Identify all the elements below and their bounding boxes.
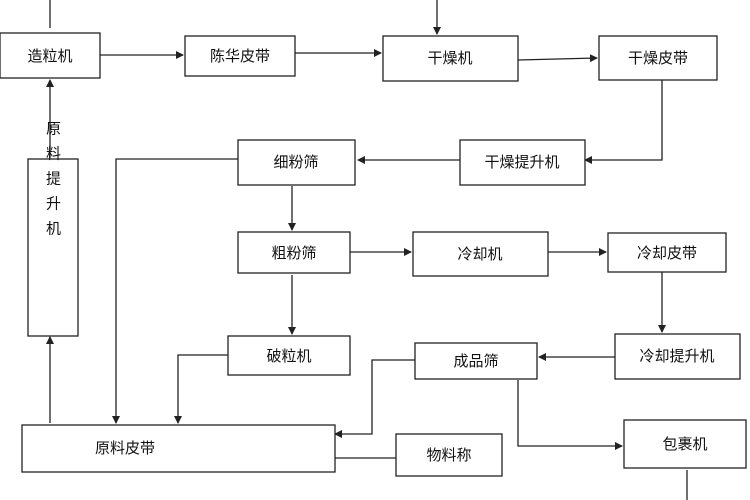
- edge-crusher-rawbelt: [174, 354, 228, 424]
- node-crusher: 破粒机: [227, 335, 351, 376]
- node-label: 物料称: [426, 446, 471, 464]
- node-weigher: 物料称: [395, 433, 503, 477]
- edge-drybelt-dryelevator: [584, 80, 663, 164]
- node-label: 干燥提升机: [484, 153, 559, 171]
- node-label: 冷却提升机: [639, 347, 714, 365]
- node-label: 包裹机: [662, 435, 707, 453]
- node-label: 细粉筛: [273, 153, 318, 171]
- node-label: 成品筛: [453, 352, 498, 370]
- edge-finescreen-rawbelt: [112, 158, 238, 424]
- node-label-vertical: 原料提升机: [44, 121, 62, 246]
- edge-productscreen-rawbelt: [334, 359, 415, 438]
- node-label: 冷却皮带: [637, 244, 697, 262]
- node-chenhua-belt: 陈华皮带: [184, 35, 296, 77]
- node-cool-elevator: 冷却提升机: [614, 333, 741, 380]
- node-raw-elevator: 原料提升机: [27, 121, 79, 337]
- node-cool-belt: 冷却皮带: [607, 232, 727, 273]
- node-label: 原料皮带: [95, 439, 155, 457]
- node-dry-elevator: 干燥提升机: [459, 139, 586, 186]
- node-label: 干燥机: [427, 49, 472, 67]
- node-fine-screen: 细粉筛: [237, 139, 356, 186]
- node-packer: 包裹机: [623, 419, 747, 469]
- node-coarse-screen: 粗粉筛: [237, 231, 351, 274]
- node-raw-belt: 原料皮带: [21, 424, 336, 473]
- node-cooler: 冷却机: [412, 231, 549, 277]
- node-label: 破粒机: [266, 347, 311, 365]
- node-granulator: 造粒机: [0, 32, 101, 79]
- edge-productscreen-packer: [517, 380, 623, 450]
- node-label: 造粒机: [27, 47, 72, 65]
- node-dry-belt: 干燥皮带: [598, 35, 718, 81]
- edge-dryer-drybelt: [517, 54, 598, 63]
- node-label: 陈华皮带: [210, 47, 270, 65]
- node-label: 冷却机: [457, 245, 502, 263]
- node-label: 粗粉筛: [271, 244, 316, 262]
- node-dryer: 干燥机: [382, 35, 519, 82]
- node-product-screen: 成品筛: [414, 342, 538, 380]
- node-label: 干燥皮带: [628, 49, 688, 67]
